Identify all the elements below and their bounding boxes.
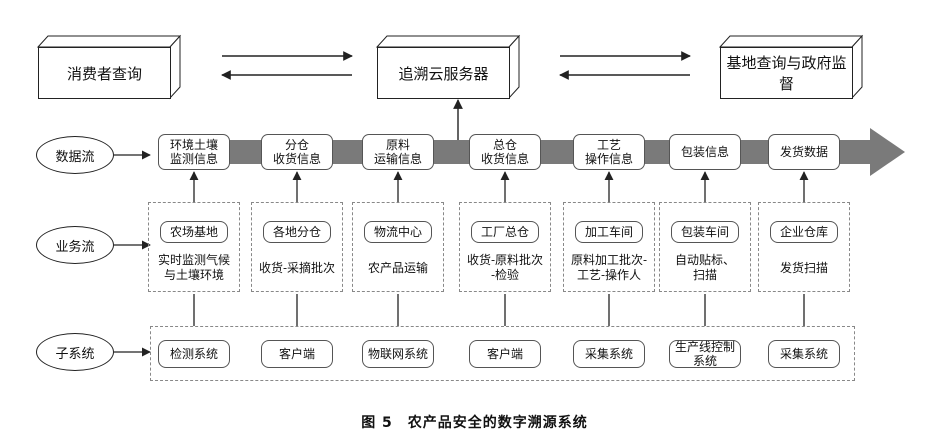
data-flow-item-label: 总仓 收货信息 xyxy=(480,138,529,166)
business-flow-group xyxy=(563,202,655,292)
business-node: 物流中心 xyxy=(364,221,432,243)
figure-caption: 图 5 农产品安全的数字溯源系统 xyxy=(361,415,588,431)
business-flow-group xyxy=(352,202,444,292)
business-node: 加工车间 xyxy=(575,221,643,243)
subsystem-node-label: 客户端 xyxy=(486,347,523,361)
business-flow-group xyxy=(459,202,551,292)
business-node: 各地分仓 xyxy=(263,221,331,243)
subsystem-oval: 子系统 xyxy=(36,333,114,371)
subsystem-node: 检测系统 xyxy=(158,340,230,368)
subsystem-node: 采集系统 xyxy=(573,340,645,368)
data-flow-item-label: 分仓 收货信息 xyxy=(272,138,321,166)
box-depth-server xyxy=(375,34,521,100)
business-flow-group xyxy=(251,202,343,292)
subsystem-node: 生产线控制 系统 xyxy=(669,340,741,368)
business-node-description: 收货-原料批次 -检验 xyxy=(466,253,544,282)
cloud-server-label: 追溯云服务器 xyxy=(398,64,489,83)
business-node-label: 物流中心 xyxy=(373,225,422,239)
business-node-description: 实时监测气候 与土壤环境 xyxy=(157,253,230,282)
consumer-query-box: 消费者查询 xyxy=(38,47,171,99)
business-node: 工厂总仓 xyxy=(471,221,539,243)
business-flow-label: 业务流 xyxy=(55,239,95,255)
subsystem-node-label: 采集系统 xyxy=(584,347,633,361)
data-flow-item: 包装信息 xyxy=(669,134,741,170)
subsystem-node: 物联网系统 xyxy=(362,340,434,368)
data-flow-item-label: 包装信息 xyxy=(680,145,729,159)
business-node-description: 农产品运输 xyxy=(367,260,428,275)
business-node-description: 收货-采摘批次 xyxy=(258,260,336,275)
data-flow-item: 总仓 收货信息 xyxy=(469,134,541,170)
subsystem-node-label: 检测系统 xyxy=(169,347,218,361)
data-flow-oval: 数据流 xyxy=(36,136,114,174)
data-flow-item-label: 发货数据 xyxy=(779,145,828,159)
consumer-query-label: 消费者查询 xyxy=(66,64,142,83)
business-node: 农场基地 xyxy=(160,221,228,243)
government-box: 基地查询与政府监督 xyxy=(720,47,853,99)
data-flow-item-label: 环境土壤 监测信息 xyxy=(169,138,218,166)
subsystem-node-label: 采集系统 xyxy=(779,347,828,361)
data-flow-item: 原料 运输信息 xyxy=(362,134,434,170)
subsystem-node-label: 物联网系统 xyxy=(367,347,428,361)
data-flow-item: 环境土壤 监测信息 xyxy=(158,134,230,170)
box-depth-government xyxy=(718,34,864,100)
business-node-label: 各地分仓 xyxy=(272,225,321,239)
business-node: 企业仓库 xyxy=(770,221,838,243)
subsystem-node: 客户端 xyxy=(261,340,333,368)
business-node-label: 企业仓库 xyxy=(779,225,828,239)
business-node-label: 加工车间 xyxy=(584,225,633,239)
subsystem-node: 采集系统 xyxy=(768,340,840,368)
business-node-label: 包装车间 xyxy=(680,225,729,239)
government-label: 基地查询与政府监督 xyxy=(726,54,847,93)
column-connectors xyxy=(189,171,809,326)
business-node-label: 工厂总仓 xyxy=(480,225,529,239)
business-flow-oval: 业务流 xyxy=(36,226,114,264)
data-flow-item: 分仓 收货信息 xyxy=(261,134,333,170)
data-flow-item-label: 工艺 操作信息 xyxy=(584,138,633,166)
cloud-server-box: 追溯云服务器 xyxy=(377,47,510,99)
business-flow-group xyxy=(148,202,240,292)
data-flow-item-label: 原料 运输信息 xyxy=(373,138,422,166)
business-flow-group xyxy=(659,202,751,292)
subsystem-label: 子系统 xyxy=(55,346,95,362)
data-flow-item: 工艺 操作信息 xyxy=(573,134,645,170)
business-node: 包装车间 xyxy=(671,221,739,243)
subsystem-node: 客户端 xyxy=(469,340,541,368)
subsystem-container xyxy=(150,326,855,381)
business-node-label: 农场基地 xyxy=(169,225,218,239)
business-node-description: 自动贴标、 扫描 xyxy=(674,253,735,282)
subsystem-node-label: 生产线控制 系统 xyxy=(674,340,735,368)
subsystem-node-label: 客户端 xyxy=(278,347,315,361)
business-node-description: 原料加工批次- 工艺-操作人 xyxy=(570,253,648,282)
business-flow-group xyxy=(758,202,850,292)
business-node-description: 发货扫描 xyxy=(779,260,828,275)
data-flow-label: 数据流 xyxy=(55,149,95,165)
data-flow-item: 发货数据 xyxy=(768,134,840,170)
